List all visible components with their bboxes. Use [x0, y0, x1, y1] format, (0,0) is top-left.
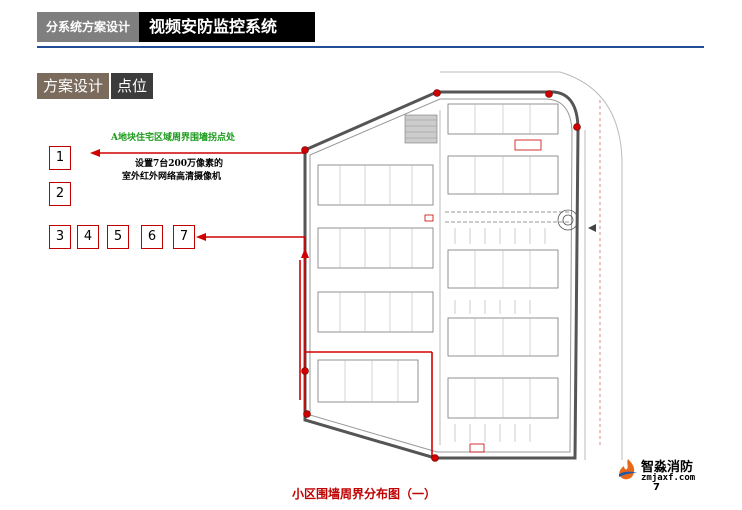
- camera-point-5: 5: [107, 225, 129, 249]
- camera-point-4: 4: [77, 225, 99, 249]
- figure-caption: 小区围墙周界分布图（一）: [292, 487, 437, 501]
- camera-note-line2: 室外红外网络高清摄像机: [122, 172, 222, 182]
- camera-note-line1: 设置7台200万像素的: [135, 159, 224, 169]
- subheader-part2: 点位: [111, 73, 154, 99]
- header-divider: [37, 46, 704, 48]
- header: 分系统方案设计 视频安防监控系统: [37, 12, 316, 42]
- flame-logo-icon: [619, 459, 637, 480]
- camera-point-3: 3: [49, 225, 71, 249]
- logo-url: zmjaxf.com: [641, 473, 696, 483]
- camera-point-6: 6: [141, 225, 163, 249]
- logo-name: 智淼消防: [641, 460, 694, 475]
- camera-point-2: 2: [49, 182, 71, 206]
- camera-point-7: 7: [173, 225, 195, 249]
- section-label: 分系统方案设计: [37, 12, 140, 42]
- page-number: 7: [653, 482, 660, 493]
- logo: 智淼消防 zmjaxf.com: [617, 456, 717, 496]
- subheader: 方案设计 点位: [37, 73, 154, 99]
- camera-point-1: 1: [49, 146, 71, 170]
- subheader-part1: 方案设计: [37, 73, 110, 99]
- page-title: 视频安防监控系统: [139, 12, 316, 42]
- corner-label: A地块住宅区域周界围墙拐点处: [111, 133, 235, 143]
